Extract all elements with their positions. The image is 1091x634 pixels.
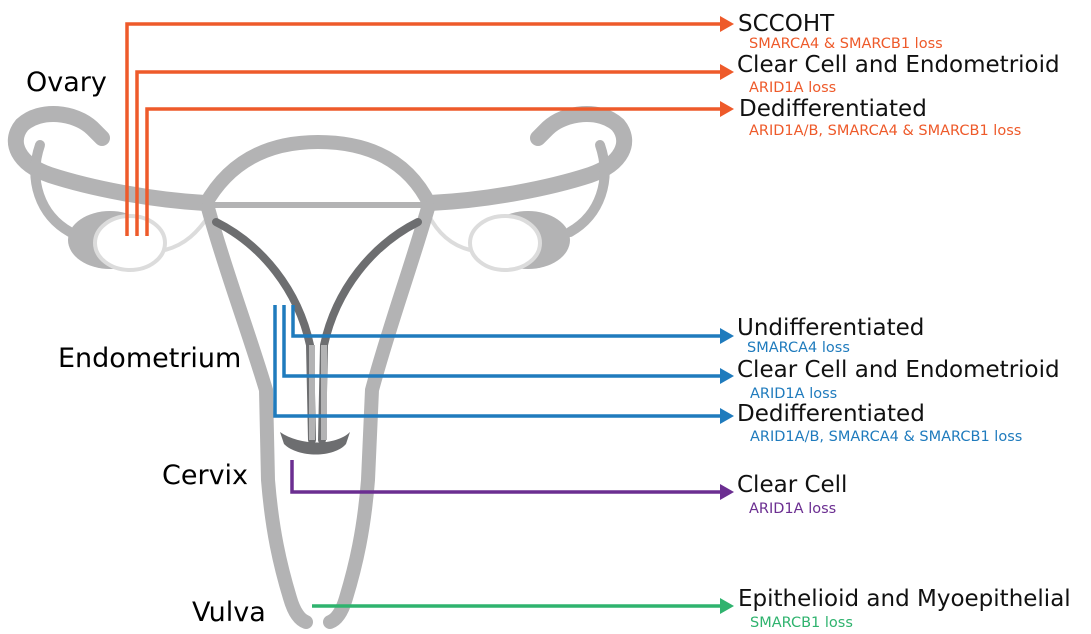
right-ovary: [470, 216, 540, 270]
tumor-loss: ARID1A/B, SMARCA4 & SMARCB1 loss: [749, 123, 1021, 139]
tumor-loss: ARID1A loss: [749, 80, 836, 96]
tumor-loss: SMARCA4 & SMARCB1 loss: [749, 36, 943, 52]
tumor-loss: ARID1A/B, SMARCA4 & SMARCB1 loss: [750, 429, 1022, 445]
connector-endo-dediff: [275, 305, 720, 416]
arrowhead-ovary-1: [720, 16, 734, 32]
tumor-labels-cervix: Clear Cell ARID1A loss: [737, 472, 847, 517]
tumor-labels-ovary: SCCOHT SMARCA4 & SMARCB1 loss Clear Cell…: [737, 11, 1060, 139]
arrowhead-endo-1: [720, 328, 734, 344]
region-label-ovary: Ovary: [26, 67, 107, 98]
tumor-name: Dedifferentiated: [737, 401, 925, 427]
tumor-name: SCCOHT: [738, 11, 835, 37]
left-fimbria: [35, 145, 70, 232]
tumor-loss: ARID1A loss: [749, 501, 836, 517]
tumor-name: Clear Cell and Endometrioid: [737, 52, 1060, 78]
tumor-loss: SMARCB1 loss: [750, 615, 853, 631]
right-ovarian-ligament: [428, 214, 470, 250]
arrowhead-endo-3: [720, 408, 734, 424]
left-ovarian-ligament: [165, 214, 210, 250]
connector-endo-clearcell: [284, 305, 720, 376]
uterine-cavity-inner: [312, 345, 324, 440]
region-label-vulva: Vulva: [192, 597, 266, 628]
tumor-name: Epithelioid and Myoepithelial: [738, 586, 1071, 612]
tumor-loss: SMARCA4 loss: [747, 340, 850, 356]
tumor-labels-vulva: Epithelioid and Myoepithelial SMARCB1 lo…: [738, 586, 1071, 631]
arrowhead-ovary-3: [720, 101, 734, 117]
arrowhead-ovary-2: [720, 64, 734, 80]
left-ovary: [95, 216, 165, 270]
arrowhead-cervix-1: [720, 484, 734, 500]
region-label-endometrium: Endometrium: [58, 343, 241, 374]
region-label-cervix: Cervix: [162, 460, 248, 491]
arrowhead-endo-2: [720, 368, 734, 384]
left-fallopian-tube: [16, 114, 205, 203]
connector-endo-undiff: [293, 305, 720, 336]
tumor-loss: ARID1A loss: [750, 386, 837, 402]
endometrium-connectors: [275, 305, 734, 424]
tumor-name: Clear Cell: [737, 472, 847, 498]
right-fallopian-tube: [430, 114, 624, 203]
tumor-name: Undifferentiated: [737, 315, 924, 341]
connector-cervix-clearcell: [292, 460, 720, 492]
vulva-connectors: [312, 598, 734, 614]
tumor-labels-endometrium: Undifferentiated SMARCA4 loss Clear Cell…: [737, 315, 1060, 445]
right-fimbria: [570, 145, 605, 232]
tumor-name: Clear Cell and Endometrioid: [737, 357, 1060, 383]
tumor-name: Dedifferentiated: [739, 96, 927, 122]
uterine-fundus: [205, 142, 430, 205]
cervix-connectors: [292, 460, 734, 500]
arrowhead-vulva-1: [720, 598, 734, 614]
